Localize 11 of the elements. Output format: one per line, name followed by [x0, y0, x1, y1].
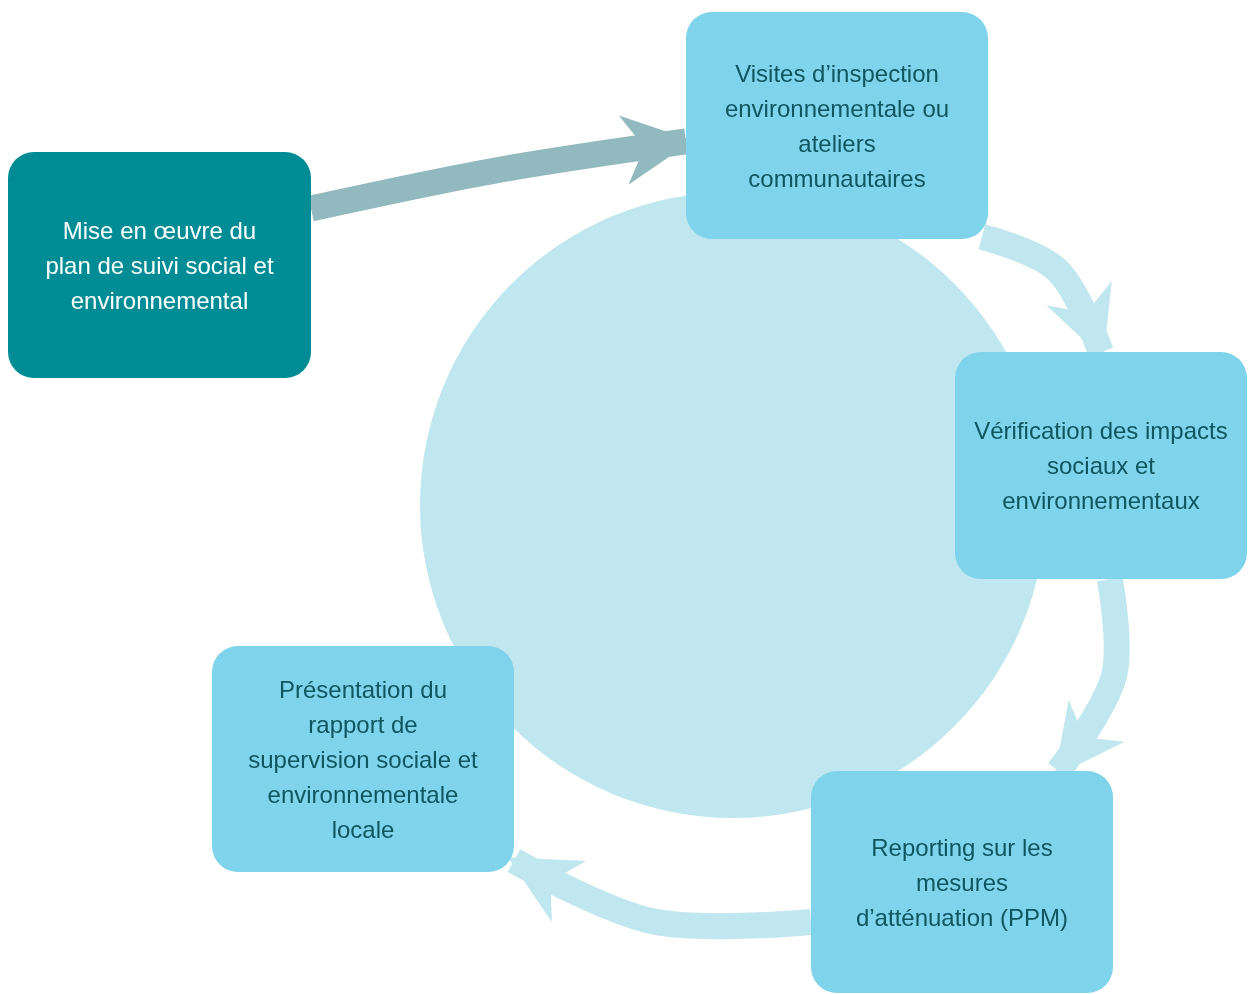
process-box: [811, 771, 1113, 993]
step-text: Visites d’inspection environnementale ou ateliers communautaires: [723, 58, 951, 194]
process-box: [686, 12, 988, 239]
process-box: [8, 152, 311, 378]
step-text: Vérification des impacts sociaux et environnementaux: [973, 416, 1229, 516]
step-text: Présentation du rapport de supervision sociale et environnementale locale: [247, 674, 479, 845]
step-text: Reporting sur les mesures d’atténuation (PPM): [854, 832, 1070, 933]
arrow: [507, 849, 813, 940]
step-text: Mise en œuvre du plan de suivi social et environnemental: [44, 215, 275, 316]
process-box: [212, 646, 514, 872]
process-box: [955, 352, 1247, 579]
